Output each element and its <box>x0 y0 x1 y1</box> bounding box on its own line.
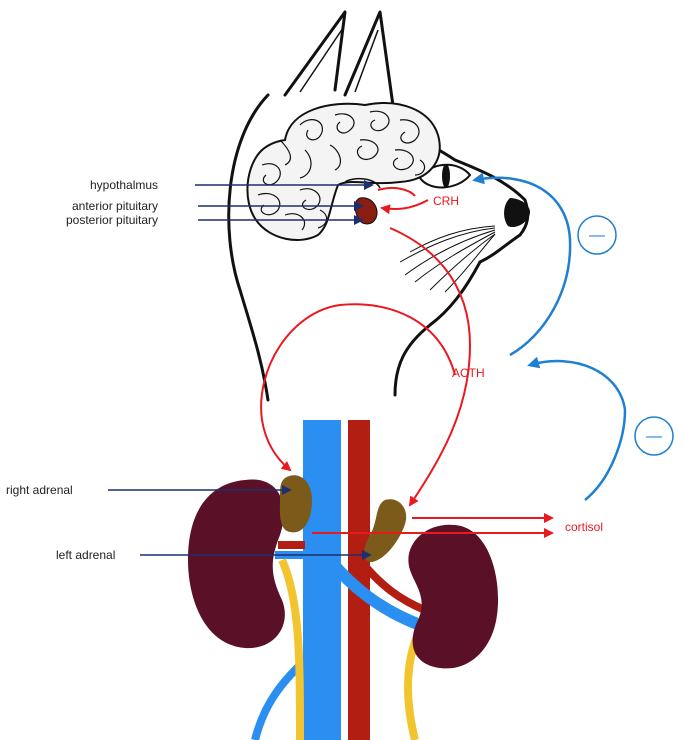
label-anterior-pituitary: anterior pituitary <box>72 199 158 213</box>
hypothalamus-region <box>344 177 381 189</box>
feedback-arrows <box>472 172 627 501</box>
label-posterior-pituitary: posterior pituitary <box>66 213 158 227</box>
aorta <box>348 420 370 740</box>
label-right-adrenal: right adrenal <box>6 483 73 497</box>
vena-cava <box>303 420 341 740</box>
ureter-right <box>278 558 304 740</box>
renal-vein-left <box>325 556 423 631</box>
right-kidney <box>188 479 285 649</box>
cat-ear-inner <box>299 27 379 93</box>
cat-whiskers <box>399 225 496 293</box>
left-adrenal-gland <box>364 499 407 563</box>
label-left-adrenal: left adrenal <box>56 548 115 562</box>
renal-artery-left <box>356 557 427 614</box>
minus-sign: — <box>646 428 662 445</box>
minus-sign: — <box>589 227 605 244</box>
left-kidney <box>408 524 499 669</box>
cat-nose <box>504 198 530 228</box>
cat-eye <box>418 163 472 189</box>
inhibition-symbol-bottom: — <box>634 416 674 456</box>
label-hypothalmus: hypothalmus <box>90 178 158 192</box>
label-acth: ACTH <box>452 366 485 380</box>
stimulation-arrows <box>260 186 554 538</box>
label-crh: CRH <box>433 194 459 208</box>
label-cortisol: cortisol <box>565 520 603 534</box>
leader-lines <box>108 180 374 560</box>
inhibition-symbol-top: — <box>577 215 617 255</box>
